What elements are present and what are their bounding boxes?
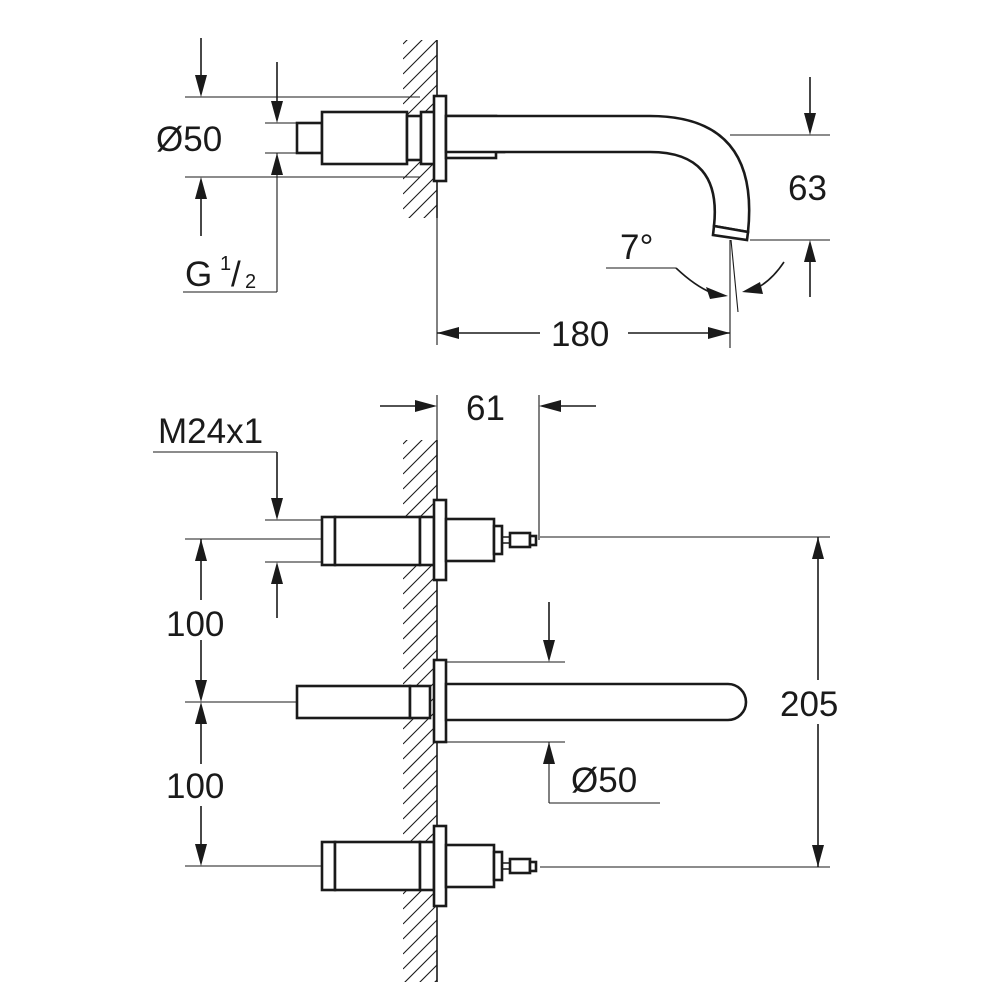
wall-hatch-line (403, 484, 437, 520)
thread-label-top-numerator: 1 (220, 253, 231, 275)
thread-label-front: M24x1 (158, 412, 263, 451)
projection-dimension: 180 (437, 315, 730, 354)
wall-hatch-line (403, 174, 437, 210)
depth-dimension: 61 (380, 389, 596, 540)
wall-hatch-line (403, 934, 437, 970)
spout-front (295, 658, 748, 744)
wall-hatch-line (403, 904, 437, 940)
angle-dimension: 7° (606, 228, 785, 348)
wall-hatch-line (403, 469, 437, 505)
angle-label: 7° (620, 228, 653, 267)
wall-hatch-line (403, 754, 437, 790)
thread-label-top-main: G (185, 255, 212, 294)
thread-label-top-denominator: 2 (245, 271, 256, 293)
wall-hatch-line (403, 69, 437, 105)
wall-hatch-line (403, 440, 423, 460)
wall-hatch-line (403, 634, 437, 670)
wall-hatch-line (403, 40, 408, 45)
height-label: 63 (788, 169, 827, 208)
wall-hatch-line (419, 964, 437, 982)
wall-hatch-line (403, 784, 437, 820)
wall-hatch-line (403, 220, 437, 254)
spout-side (444, 114, 751, 242)
valve-lower (320, 824, 538, 908)
wall-hatch-line (403, 724, 437, 760)
wall-hatch-line (403, 889, 437, 925)
spacing-dimension: 100 100 (166, 538, 322, 867)
wall-hatch-line (403, 589, 437, 625)
thread-dimension-top: G 1 / 2 (183, 62, 297, 294)
wall-hatch-line (403, 709, 437, 745)
top-view: Ø50 G 1 / 2 63 (156, 38, 830, 354)
thread-dimension-front: M24x1 (153, 412, 322, 618)
spacing-lower-label: 100 (166, 767, 224, 806)
wall-hatch-line (434, 979, 437, 982)
wall-hatch-line (403, 440, 408, 445)
spout-diameter-dimension: Ø50 (446, 602, 660, 804)
diameter-dimension-top: Ø50 (156, 38, 420, 236)
wall-hatch-line (403, 440, 437, 475)
height-dimension: 63 (730, 77, 830, 297)
front-view: 61 M24x1 100 100 (153, 389, 838, 982)
wall-hatch-line (403, 40, 437, 75)
spout-diameter-label: Ø50 (571, 761, 637, 800)
diameter-label-top: Ø50 (156, 120, 222, 159)
depth-label: 61 (466, 389, 505, 428)
projection-label: 180 (551, 315, 609, 354)
valve-upper (320, 498, 538, 582)
wall-hatch-line (403, 799, 437, 835)
wall-hatch-line (403, 574, 437, 610)
wall-hatch-line (423, 204, 437, 218)
wall-hatch-line (403, 454, 437, 490)
wall-hatch-line (408, 189, 437, 218)
spacing-upper-label: 100 (166, 605, 224, 644)
wall-hatch-line (403, 739, 437, 775)
wall-hatch-line (403, 40, 423, 60)
thread-label-top-slash: / (231, 255, 241, 294)
wall-hatch-line (403, 604, 437, 640)
wall-hatch-line (403, 84, 437, 120)
wall-hatch-line (403, 919, 437, 955)
wall-hatch-line (403, 769, 437, 805)
wall-hatch-line (403, 619, 437, 655)
wall-hatch-line (403, 649, 437, 685)
wall-hatch-line (403, 54, 437, 90)
wall-hatch-line (404, 949, 437, 982)
total-height-dimension: 205 (540, 536, 838, 868)
total-height-label: 205 (780, 685, 838, 724)
